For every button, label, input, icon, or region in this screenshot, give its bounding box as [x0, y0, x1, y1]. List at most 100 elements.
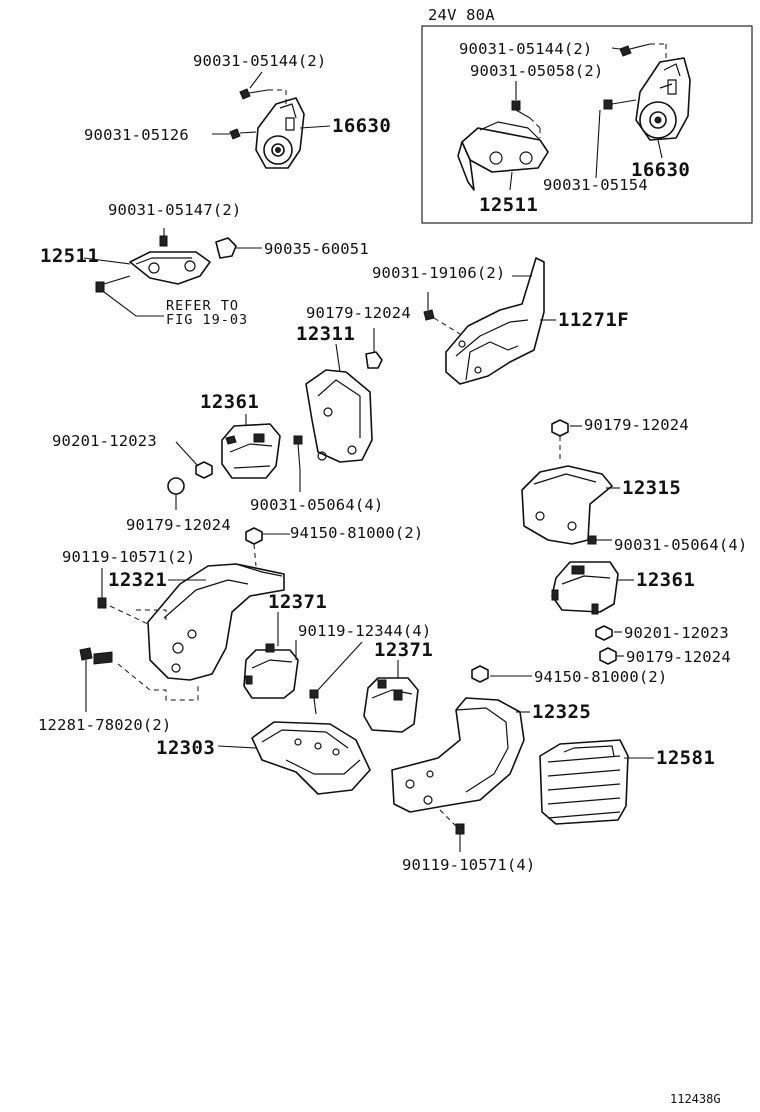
insulator-12371-left-group: 12371 90119-12344(4)	[243, 591, 431, 699]
bolt-icon	[229, 128, 257, 140]
part-label-90119-10571: 90119-10571(4)	[402, 856, 535, 874]
leader-line	[611, 47, 621, 50]
part-label-12371: 12371	[374, 639, 433, 661]
part-label-12303: 12303	[156, 737, 215, 759]
bolt-icon	[239, 88, 287, 108]
leader-line	[217, 745, 257, 749]
part-label-90031-19106: 90031-19106(2)	[372, 264, 505, 282]
part-label-90201-12023: 90201-12023	[624, 624, 729, 642]
leader-line	[439, 809, 457, 827]
crossmember-drawing	[251, 721, 371, 795]
part-label-90119-12344: 90119-12344(4)	[298, 622, 431, 640]
nut-icon	[599, 647, 617, 665]
refer-to-label: REFER TO	[166, 298, 239, 314]
part-label-90179-12024: 90179-12024	[584, 416, 689, 434]
part-label-90035-60051: 90035-60051	[264, 240, 369, 258]
insulator-drawing	[243, 643, 299, 699]
insulator-drawing	[551, 561, 619, 615]
inset-frame	[421, 25, 753, 224]
leader-line	[595, 109, 601, 179]
leader-line	[299, 125, 331, 129]
part-label-12325: 12325	[532, 701, 591, 723]
leader-line	[509, 171, 513, 191]
bolt-icon	[587, 535, 612, 545]
leader-line	[103, 291, 164, 317]
part-label-90031-05144: 90031-05144(2)	[193, 52, 326, 70]
part-label-12361: 12361	[636, 569, 695, 591]
leader-line	[253, 543, 257, 567]
part-label-12371: 12371	[268, 591, 327, 613]
part-label-94150-81000: 94150-81000(2)	[290, 524, 423, 542]
leader-line	[136, 609, 167, 620]
part-label-94150-81000: 94150-81000(2)	[534, 668, 667, 686]
part-label-90031-05064: 90031-05064(4)	[614, 536, 747, 554]
part-label-12511: 12511	[40, 245, 99, 267]
insulator-drawing	[221, 423, 281, 479]
bolt-icon	[293, 435, 303, 471]
part-label-90031-05154: 90031-05154	[543, 176, 648, 194]
leader-line	[317, 641, 363, 691]
part-label-12281-78020: 12281-78020(2)	[38, 716, 171, 734]
bolt-icon	[455, 823, 465, 852]
part-label-16630: 16630	[631, 159, 690, 181]
alternator-inset-drawing	[635, 57, 691, 141]
cover-11271f-drawing	[445, 257, 545, 385]
leader-line	[335, 343, 341, 373]
part-label-90031-05147: 90031-05147(2)	[108, 201, 241, 219]
part-label-16630: 16630	[332, 115, 391, 137]
nut-icon	[595, 625, 613, 641]
bolt-icon	[511, 100, 541, 138]
insulator-drawing	[363, 677, 419, 733]
bracket-12311-group: 12311	[296, 323, 383, 463]
bolt-icon	[423, 309, 461, 335]
bolt-icon	[97, 568, 107, 609]
bracket-12321-drawing	[147, 563, 285, 681]
washer-icon	[167, 477, 185, 495]
nut-icon	[195, 461, 213, 479]
part-label-11271f: 11271F	[558, 309, 629, 331]
leader-line	[83, 257, 131, 265]
part-label-12581: 12581	[656, 747, 715, 769]
part-label-90119-10571: 90119-10571(2)	[62, 548, 195, 566]
bracket-12325-group: 94150-81000(2) 12325 90119-10571(4)	[391, 665, 667, 874]
bolt-icon	[95, 275, 131, 293]
part-label-90031-05126: 90031-05126	[84, 126, 189, 144]
bracket-12511-drawing	[129, 237, 237, 285]
part-label-12361: 12361	[200, 391, 259, 413]
leader-line	[175, 441, 199, 467]
protector-drawing	[539, 739, 629, 825]
cover-11271f-group: 90031-19106(2) 90179-12024 11271F	[306, 257, 629, 385]
nut-icon	[471, 665, 489, 683]
part-label-12311: 12311	[296, 323, 355, 345]
inset-24v-80a: 24V 80A	[421, 6, 753, 224]
bolt-icon	[619, 43, 667, 62]
part-label-90031-05064: 90031-05064(4)	[250, 496, 383, 514]
leader-line	[109, 605, 149, 625]
figure-code: 112438G	[670, 1092, 721, 1106]
bracket-12321-group: 90119-10571(2) 12321 12281-78020(2) 9415…	[38, 524, 423, 734]
protector-12581-group: 12581	[539, 739, 715, 825]
part-label-90179-12024: 90179-12024	[626, 648, 731, 666]
part-label-12511: 12511	[479, 194, 538, 216]
bracket-12315-group: 90179-12024 12315 90031-05064(4)	[521, 416, 747, 554]
inset-title: 24V 80A	[428, 6, 495, 24]
bracket-12511-inset-drawing	[457, 121, 549, 191]
bracket-12311-drawing	[305, 351, 383, 463]
alternator-drawing	[255, 97, 305, 169]
part-label-12321: 12321	[108, 569, 167, 591]
crossmember-12303-group: 12303	[156, 721, 371, 795]
leader-line	[249, 71, 263, 89]
part-label-90031-05058: 90031-05058(2)	[470, 62, 603, 80]
part-label-90179-12024: 90179-12024	[126, 516, 231, 534]
insulator-12371-right-group: 12371	[309, 639, 433, 733]
part-label-12315: 12315	[622, 477, 681, 499]
nut-icon	[245, 527, 263, 545]
part-label-90201-12023: 90201-12023	[52, 432, 157, 450]
refer-to-figure-label: FIG 19-03	[166, 312, 248, 328]
part-label-90031-05144: 90031-05144(2)	[459, 40, 592, 58]
nut-icon	[551, 419, 569, 437]
bolt-icon	[603, 99, 637, 110]
bracket-12325-drawing	[391, 697, 525, 813]
bolt-icon	[309, 689, 319, 715]
